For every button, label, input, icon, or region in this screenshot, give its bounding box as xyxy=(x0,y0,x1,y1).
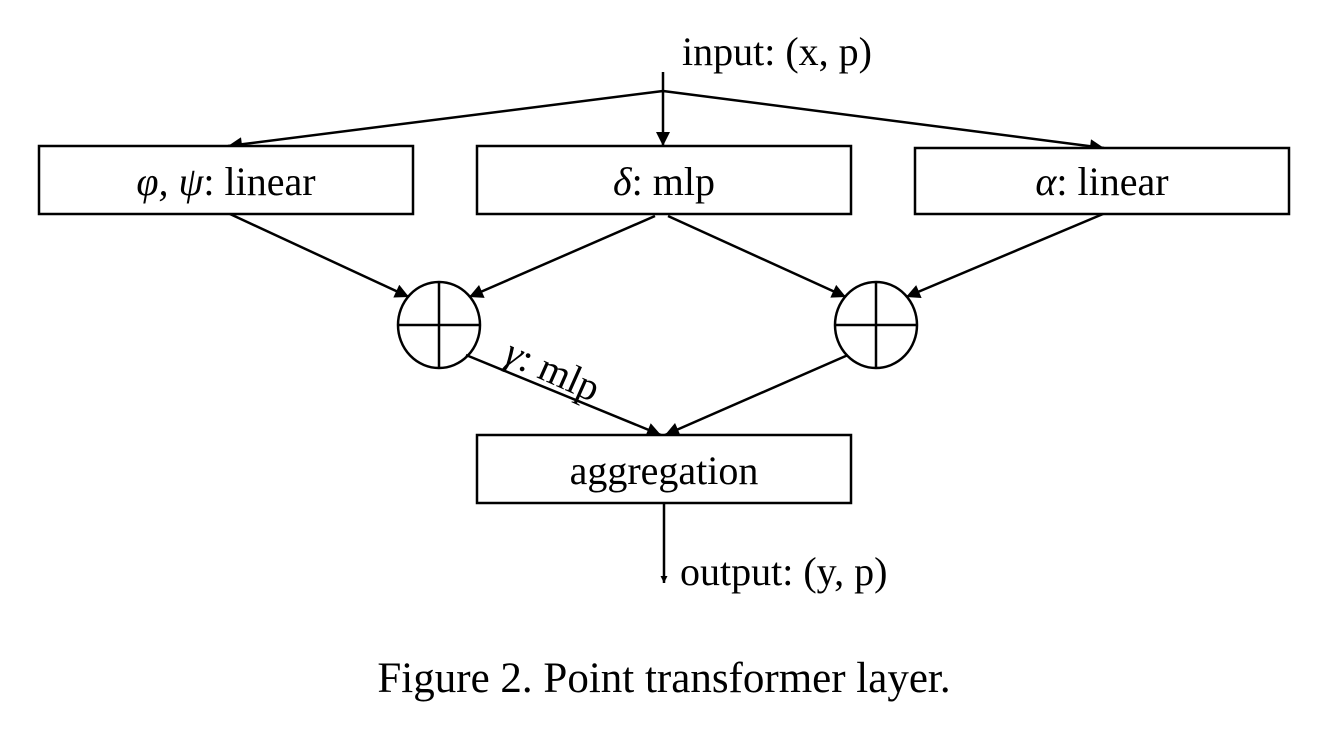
edge-add-right-to-aggregation xyxy=(664,353,849,437)
node-phi-psi-linear: φ, ψ: linear xyxy=(37,144,415,216)
edge-delta-to-add-left xyxy=(468,214,656,299)
delta-symbol: δ xyxy=(613,159,633,204)
output-label: output: (y, p) xyxy=(680,549,887,594)
node-alpha-linear: α: linear xyxy=(913,146,1291,216)
node-aggregation: aggregation xyxy=(475,433,853,505)
alpha-label: : linear xyxy=(1056,159,1168,204)
edge-label-gamma-mlp: γ: mlp xyxy=(498,329,607,410)
svg-text:φ, ψ: linear: φ, ψ: linear xyxy=(136,159,315,204)
aggregation-label: aggregation xyxy=(570,448,759,493)
edge-phi-psi-to-add-left xyxy=(229,212,410,299)
edge-delta-to-add-right xyxy=(667,214,847,299)
add-left-icon xyxy=(396,280,482,370)
svg-text:α: linear: α: linear xyxy=(1035,159,1168,204)
edge-input-to-alpha xyxy=(662,89,1105,154)
edge-add-left-to-aggregation xyxy=(465,353,662,437)
delta-label: : mlp xyxy=(632,159,715,204)
figure-caption: Figure 2. Point transformer layer. xyxy=(377,655,950,702)
edge-alpha-to-add-right xyxy=(905,212,1104,299)
phi-psi-symbol: φ, ψ xyxy=(136,159,204,204)
edge-input-to-phi-psi xyxy=(227,89,664,152)
alpha-symbol: α xyxy=(1035,159,1057,204)
svg-text:δ: mlp: δ: mlp xyxy=(613,159,715,204)
phi-psi-label: : linear xyxy=(203,159,315,204)
gamma-label: : mlp xyxy=(513,336,607,411)
add-right-icon xyxy=(833,280,919,370)
input-label: input: (x, p) xyxy=(682,29,872,74)
node-delta-mlp: δ: mlp xyxy=(475,144,853,216)
